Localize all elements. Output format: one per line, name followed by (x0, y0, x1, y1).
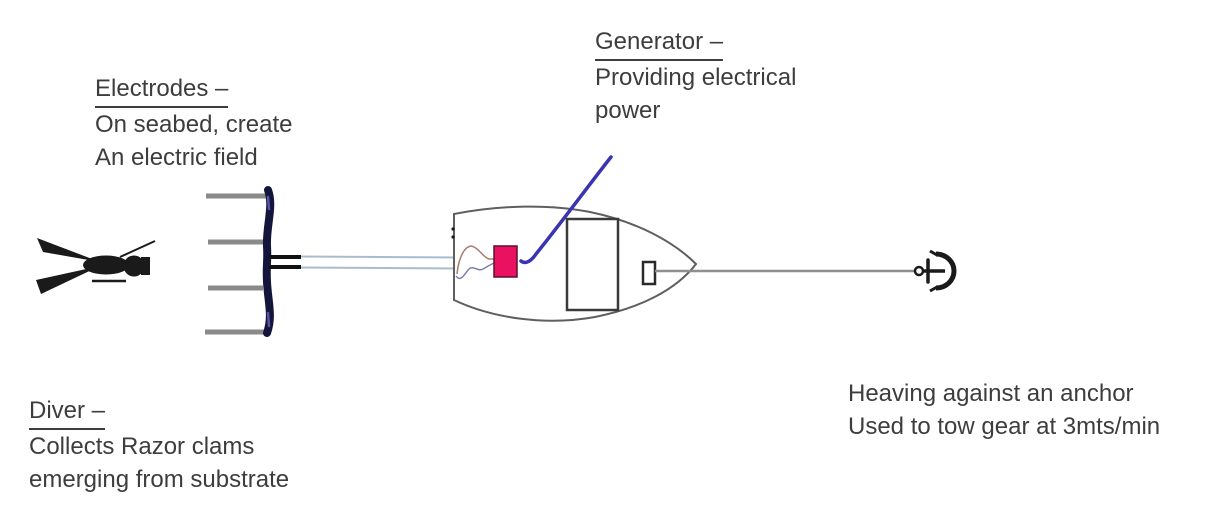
boat-top-view-icon (451, 205, 698, 322)
generator-label: Generator – Providing electrical power (595, 25, 796, 127)
diver-label: Diver – Collects Razor clams emerging fr… (29, 394, 289, 496)
diver-label-line1: Collects Razor clams (29, 433, 255, 460)
anchor-note-line1: Heaving against an anchor (848, 380, 1134, 407)
bow-bollard (641, 260, 657, 286)
generator-label-line1: Providing electrical (595, 64, 797, 91)
diver-icon (36, 238, 156, 294)
anchor-note: Heaving against an anchor Used to tow ge… (848, 377, 1160, 443)
electrodes-label: Electrodes – On seabed, create An electr… (95, 72, 292, 174)
diver-label-line2: emerging from substrate (29, 466, 290, 493)
electrodes-label-line1: On seabed, create (95, 111, 293, 138)
generator-label-title: Generator – (595, 25, 724, 61)
diver-label-title: Diver – (29, 394, 106, 430)
electrodes-label-title: Electrodes – (95, 72, 229, 108)
generator-pointer-arrow (519, 155, 613, 265)
generator-wire (455, 245, 495, 280)
anchor-icon (913, 249, 957, 293)
generator-box-icon (493, 245, 518, 278)
electrode-rake-icon (205, 186, 301, 337)
generator-label-line2: power (595, 97, 661, 124)
electrodes-label-line2: An electric field (95, 144, 258, 171)
power-cables (300, 255, 459, 270)
anchor-note-line2: Used to tow gear at 3mts/min (848, 413, 1161, 440)
engine-hatch (565, 217, 620, 312)
